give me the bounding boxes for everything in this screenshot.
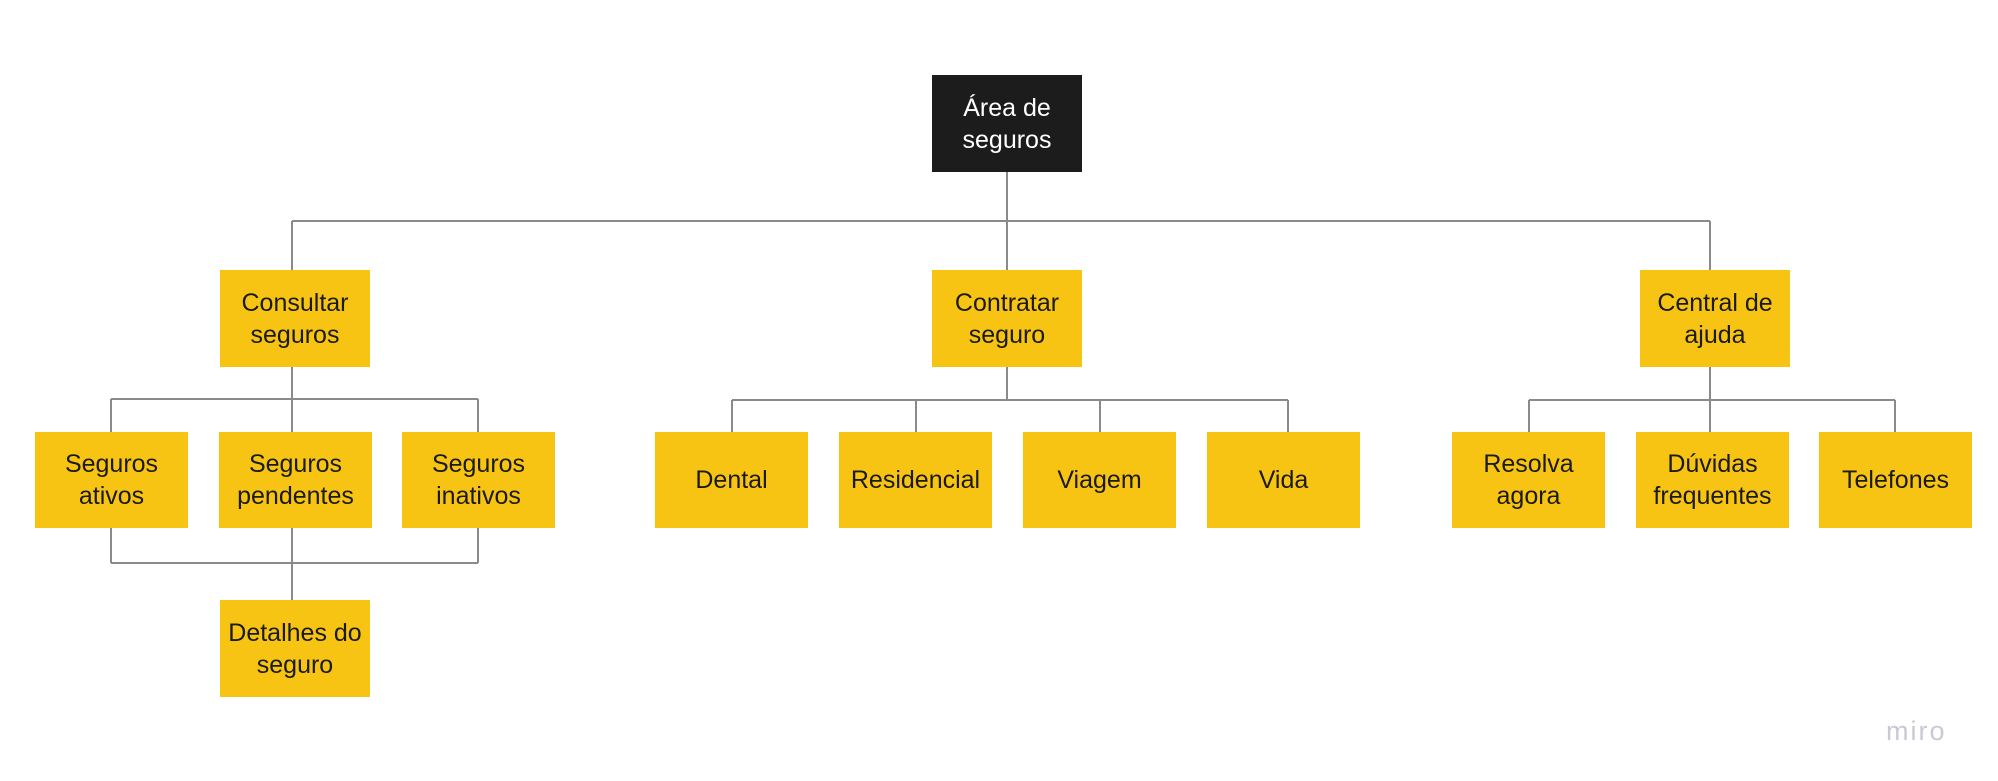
node-label: Seguros pendentes — [237, 450, 354, 510]
node-area-de-seguros[interactable]: Área de seguros — [932, 75, 1082, 172]
node-vida[interactable]: Vida — [1207, 432, 1360, 528]
node-label: Detalhes do seguro — [228, 618, 362, 679]
node-central-de-ajuda[interactable]: Central de ajuda — [1640, 270, 1790, 367]
node-viagem[interactable]: Viagem — [1023, 432, 1176, 528]
node-label: Área de seguros — [962, 93, 1052, 154]
node-residencial[interactable]: Residencial — [839, 432, 992, 528]
node-detalhes-do-seguro[interactable]: Detalhes do seguro — [220, 600, 370, 697]
node-label: Contratar seguro — [954, 288, 1060, 349]
node-label: Residencial — [850, 466, 981, 494]
node-dental[interactable]: Dental — [655, 432, 808, 528]
node-resolva-agora[interactable]: Resolva agora — [1452, 432, 1605, 528]
node-label: Central de ajuda — [1657, 288, 1773, 349]
miro-watermark: miro — [1886, 716, 1947, 746]
node-consultar-seguros[interactable]: Consultar seguros — [220, 270, 370, 367]
node-contratar-seguro[interactable]: Contratar seguro — [932, 270, 1082, 367]
node-label: Telefones — [1841, 466, 1950, 494]
node-label: Seguros ativos — [64, 450, 159, 510]
node-seguros-inativos[interactable]: Seguros inativos — [402, 432, 555, 528]
node-label: Dental — [695, 466, 768, 494]
node-duvidas-frequentes[interactable]: Dúvidas frequentes — [1636, 432, 1789, 528]
node-label: Dúvidas frequentes — [1653, 450, 1772, 510]
node-label: Vida — [1258, 466, 1309, 494]
node-seguros-pendentes[interactable]: Seguros pendentes — [219, 432, 372, 528]
node-label: Resolva agora — [1483, 450, 1574, 510]
node-telefones[interactable]: Telefones — [1819, 432, 1972, 528]
node-label: Seguros inativos — [431, 450, 526, 510]
node-label: Viagem — [1057, 466, 1142, 494]
node-seguros-ativos[interactable]: Seguros ativos — [35, 432, 188, 528]
node-label: Consultar seguros — [241, 288, 349, 349]
